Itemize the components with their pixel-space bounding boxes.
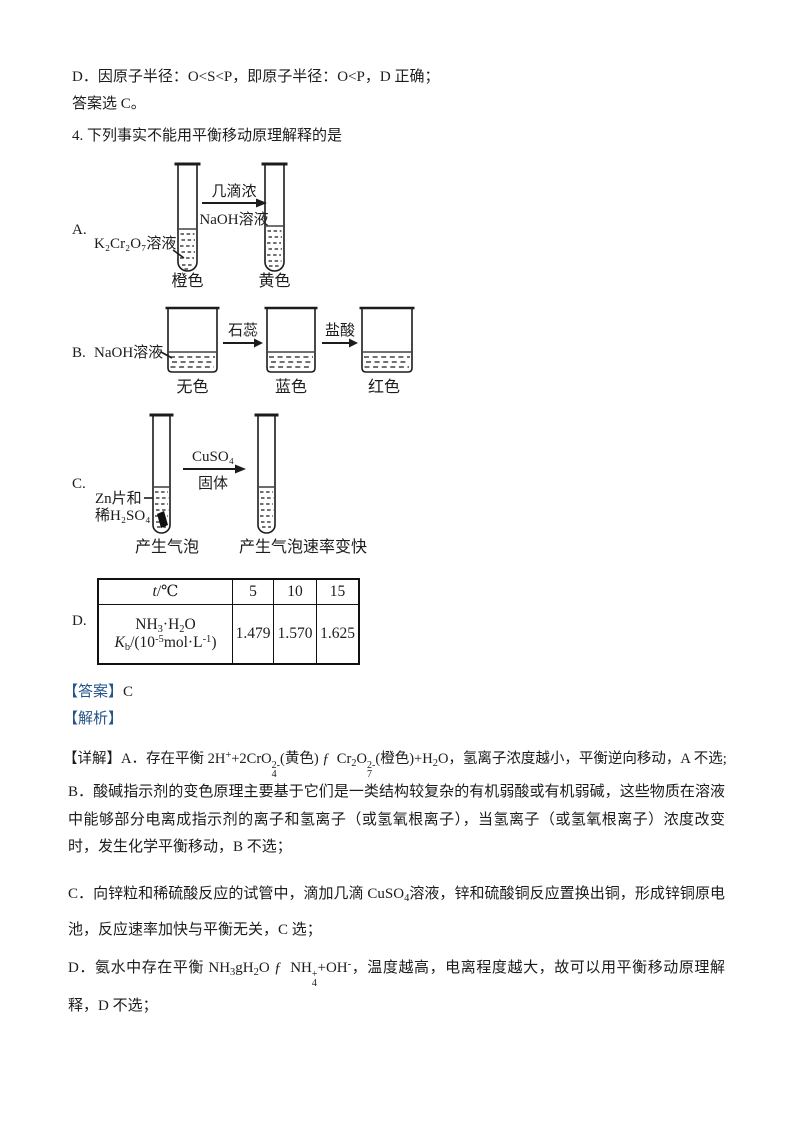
option-c-reagent-line2: 稀H₂SO₄ bbox=[95, 507, 150, 524]
analysis-label: 【解析】 bbox=[63, 711, 124, 727]
beaker3-caption: 红色 bbox=[368, 378, 400, 396]
prev-option-d-line: D．因原子半径：O<S<P，即原子半径：O<P，D 正确； bbox=[72, 69, 440, 85]
test-tube-orange bbox=[174, 162, 201, 272]
arrow1-label: 石蕊 bbox=[228, 322, 258, 339]
arrow-icon bbox=[202, 198, 267, 208]
test-tube-yellow bbox=[261, 162, 288, 272]
beaker1-caption: 无色 bbox=[176, 378, 208, 396]
arrow-icon bbox=[223, 338, 263, 348]
question-stem: 4. 下列事实不能用平衡移动原理解释的是 bbox=[72, 128, 343, 144]
liquid-texture bbox=[267, 230, 282, 267]
option-c-reagent-line1: Zn片和 bbox=[95, 490, 142, 507]
liquid-texture bbox=[269, 356, 313, 368]
detail-label: 【详解】 bbox=[63, 751, 121, 767]
liquid-texture bbox=[155, 491, 169, 528]
kb-value-15: 1.625 bbox=[316, 603, 360, 665]
arrow-icon bbox=[183, 464, 246, 474]
beaker-colorless bbox=[165, 306, 220, 373]
option-b-reagent-label: NaOH溶液 bbox=[94, 344, 163, 361]
header-temperature: t/℃ bbox=[97, 578, 233, 605]
liquid-texture bbox=[180, 233, 195, 270]
option-a-label: A. bbox=[72, 222, 87, 238]
answer-label: 【答案】 bbox=[63, 684, 124, 700]
header-10: 10 bbox=[273, 578, 317, 605]
option-b-diagram: B. NaOH溶液 石蕊 盐酸 bbox=[72, 306, 415, 396]
test-tube-faster bbox=[254, 413, 279, 534]
liquid-texture bbox=[260, 491, 274, 528]
answer-line: 【答案】C bbox=[63, 682, 133, 702]
table-header-row: t/℃ 5 10 15 bbox=[97, 578, 360, 605]
arrow-bottom-label: NaOH溶液 bbox=[199, 211, 268, 228]
kb-value-10: 1.570 bbox=[273, 603, 317, 665]
answer-choice-line: 答案选 C。 bbox=[72, 96, 146, 112]
liquid-texture bbox=[170, 356, 215, 368]
option-a-reagent-label: K₂Cr₂O₇溶液 bbox=[94, 235, 176, 252]
header-15: 15 bbox=[316, 578, 360, 605]
detail-paragraph-c: C．向锌粒和稀硫酸反应的试管中，滴加几滴 CuSO4溶液，锌和硫酸铜反应置换出铜… bbox=[68, 886, 725, 938]
arrow-top-label: 几滴浓 bbox=[211, 182, 256, 200]
detail-paragraph-b: B．酸碱指示剂的变色原理主要基于它们是一类结构较复杂的有机弱酸或有机弱碱，这些物… bbox=[68, 784, 725, 855]
analysis-line: 【解析】 bbox=[63, 709, 123, 729]
beaker-blue bbox=[264, 306, 318, 373]
header-5: 5 bbox=[232, 578, 274, 605]
arrow-top-label: CuSO₄ bbox=[192, 449, 234, 465]
arrow2-label: 盐酸 bbox=[325, 322, 355, 339]
option-c-label: C. bbox=[72, 476, 86, 492]
option-c-diagram: C. Zn片和 稀H₂SO₄ CuSO₄ 固体 bbox=[72, 413, 367, 556]
liquid-texture bbox=[364, 356, 410, 368]
option-d-label: D. bbox=[72, 613, 87, 629]
tube1-caption: 产生气泡 bbox=[135, 538, 199, 556]
zinc-chip bbox=[157, 511, 168, 528]
tube2-caption: 黄色 bbox=[258, 272, 290, 290]
arrow-bottom-label: 固体 bbox=[198, 475, 228, 492]
arrow-icon bbox=[322, 338, 358, 348]
option-a-diagram: A. K₂Cr₂O₇溶液 几滴浓 NaOH溶液 bbox=[72, 162, 291, 290]
beaker-red bbox=[359, 306, 415, 373]
tube2-caption: 产生气泡速率变快 bbox=[239, 538, 367, 556]
kb-value-5: 1.479 bbox=[232, 603, 274, 665]
beaker2-caption: 蓝色 bbox=[275, 378, 307, 396]
test-tube-zinc bbox=[149, 413, 174, 534]
tube1-caption: 橙色 bbox=[171, 272, 203, 290]
option-b-label: B. bbox=[72, 345, 86, 361]
detail-paragraph-d: D．氨水中存在平衡 NH3gH2O ƒ NH+4+OH-，温度越高，电离程度越大… bbox=[68, 958, 725, 1014]
answer-value: C bbox=[123, 684, 134, 700]
